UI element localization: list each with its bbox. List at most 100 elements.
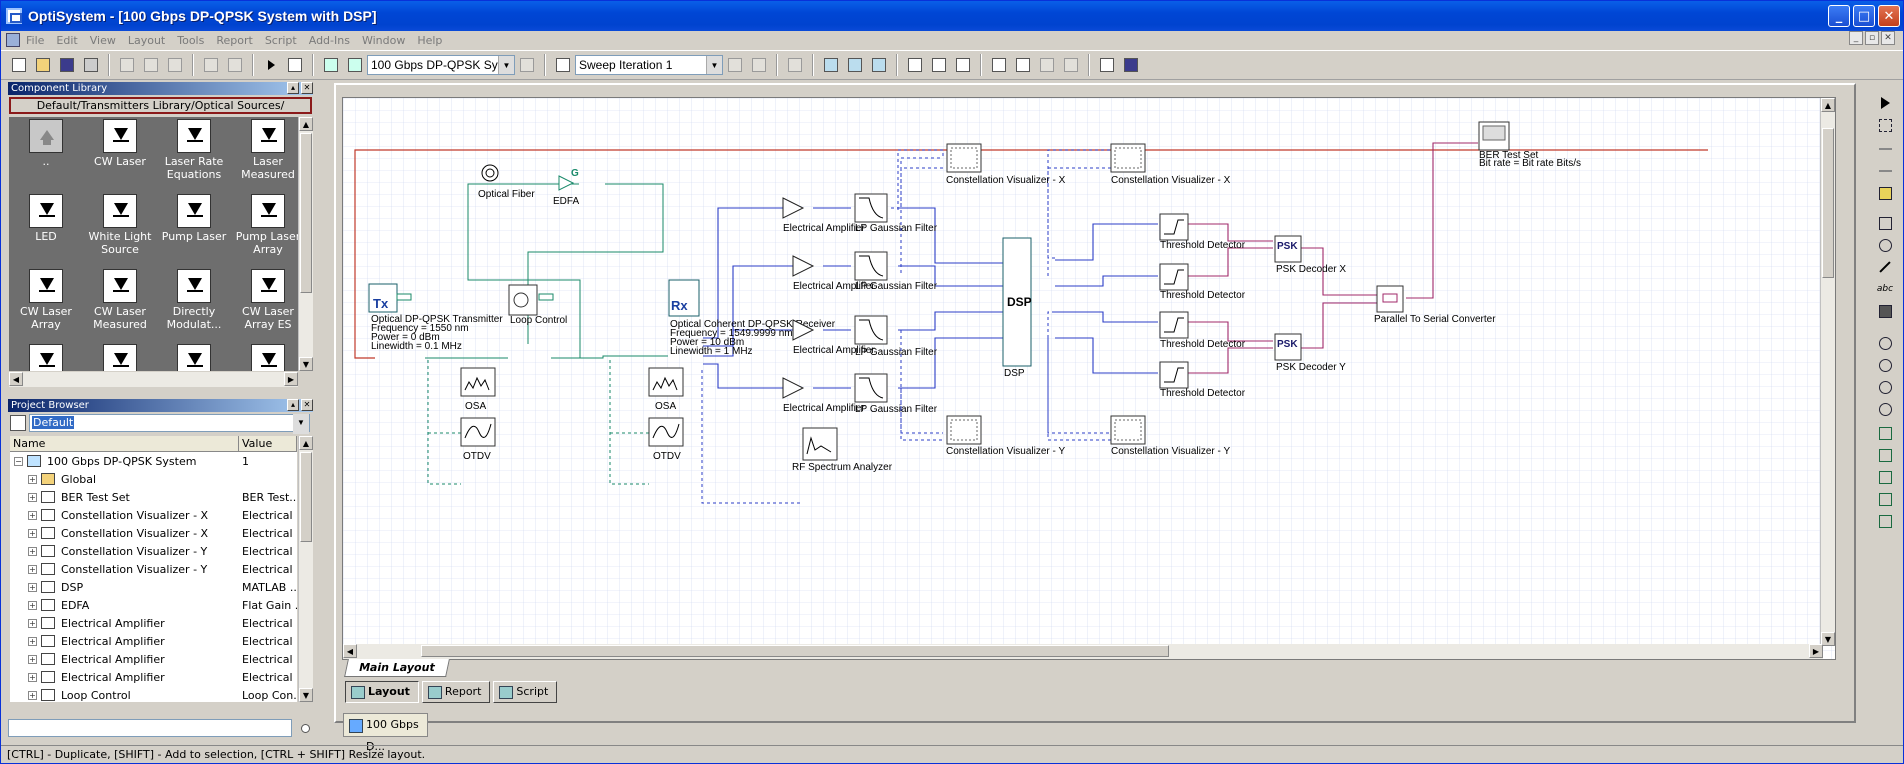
- library-item-pump-laser-array[interactable]: Pump Laser Array: [231, 194, 301, 256]
- pan-icon[interactable]: [1875, 115, 1895, 135]
- library-item-laser-rate-equations[interactable]: Laser Rate Equations: [157, 119, 231, 181]
- expand-icon[interactable]: +: [28, 510, 37, 520]
- cut-icon[interactable]: [117, 55, 137, 75]
- import-icon[interactable]: [1061, 55, 1081, 75]
- column-value-header[interactable]: Value: [239, 436, 297, 451]
- menu-help[interactable]: Help: [417, 33, 443, 47]
- osa-1-component[interactable]: [460, 367, 496, 397]
- tile-view-icon[interactable]: [953, 55, 973, 75]
- library-item-led[interactable]: LED: [9, 194, 83, 243]
- group-icon[interactable]: [1875, 511, 1895, 531]
- calculate-icon[interactable]: [821, 55, 841, 75]
- maximize-button[interactable]: □: [1853, 5, 1875, 27]
- tab-layout[interactable]: Layout: [345, 681, 419, 703]
- tab-report[interactable]: Report: [421, 681, 491, 703]
- ber-test-set[interactable]: [1478, 121, 1510, 151]
- library-item-pump-laser[interactable]: Pump Laser: [157, 194, 231, 243]
- align-icon[interactable]: [1875, 423, 1895, 443]
- table-row[interactable]: +Global: [10, 470, 297, 488]
- expand-icon[interactable]: +: [28, 546, 37, 556]
- rf-spectrum-analyzer-component[interactable]: [802, 427, 838, 461]
- image-icon[interactable]: [1875, 301, 1895, 321]
- search-input[interactable]: [8, 719, 292, 737]
- menu-report[interactable]: Report: [216, 33, 253, 47]
- connect-dashed-icon[interactable]: [1875, 161, 1895, 181]
- electrical-amplifier-3[interactable]: [792, 319, 815, 341]
- zoom-out-icon[interactable]: [1875, 355, 1895, 375]
- panel-float-button[interactable]: ▴: [287, 82, 299, 94]
- threshold-detector-1[interactable]: [1159, 213, 1189, 241]
- document-icon[interactable]: [6, 33, 20, 47]
- osa-2-component[interactable]: [648, 367, 684, 397]
- sweep-icon[interactable]: [553, 55, 573, 75]
- minimize-button[interactable]: _: [1828, 5, 1850, 27]
- flip-icon[interactable]: [1875, 489, 1895, 509]
- expand-icon[interactable]: +: [28, 672, 37, 682]
- threshold-detector-4[interactable]: [1159, 361, 1189, 389]
- tree-vertical-scrollbar[interactable]: ▲ ▼: [298, 436, 313, 702]
- select-arrow-icon[interactable]: [1875, 93, 1895, 113]
- tab-main-layout[interactable]: Main Layout: [344, 659, 450, 677]
- constellation-visualizer-x-1[interactable]: [946, 143, 982, 173]
- electrical-amplifier-1[interactable]: [782, 197, 805, 219]
- library-item-more-1[interactable]: [9, 344, 83, 371]
- menu-script[interactable]: Script: [264, 33, 297, 47]
- optimize-icon[interactable]: [869, 55, 889, 75]
- expand-icon[interactable]: +: [28, 690, 37, 700]
- expand-icon[interactable]: +: [28, 654, 37, 664]
- tx-component[interactable]: Tx: [368, 283, 412, 313]
- sweep-iteration-select[interactable]: Sweep Iteration 1▼: [575, 55, 723, 75]
- rectangle-icon[interactable]: [1875, 213, 1895, 233]
- constellation-visualizer-y-1[interactable]: [946, 415, 982, 445]
- sweep-next-icon[interactable]: [749, 55, 769, 75]
- mdi-restore-button[interactable]: ▫: [1865, 31, 1879, 45]
- panel-close-button[interactable]: ✕: [301, 399, 313, 411]
- menu-view[interactable]: View: [89, 33, 116, 47]
- layout-mode-icon[interactable]: [285, 55, 305, 75]
- library-item-more-4[interactable]: [231, 344, 301, 371]
- report-icon[interactable]: [1013, 55, 1033, 75]
- export-icon[interactable]: [1037, 55, 1057, 75]
- add-layout-icon[interactable]: [321, 55, 341, 75]
- threshold-detector-2[interactable]: [1159, 263, 1189, 291]
- layout-canvas[interactable]: Tx Optical DP-QPSK Transmitter Frequency…: [342, 97, 1836, 660]
- dsp-component[interactable]: DSP: [1002, 237, 1032, 367]
- mdi-minimize-button[interactable]: _: [1849, 31, 1863, 45]
- zoom-100-icon[interactable]: [1875, 399, 1895, 419]
- menu-edit[interactable]: Edit: [56, 33, 78, 47]
- expand-icon[interactable]: +: [28, 600, 37, 610]
- ellipse-icon[interactable]: [1875, 235, 1895, 255]
- expand-icon[interactable]: +: [28, 474, 37, 484]
- lp-gaussian-filter-3[interactable]: [854, 315, 888, 345]
- distribute-icon[interactable]: [1875, 445, 1895, 465]
- library-vertical-scrollbar[interactable]: ▲ ▼: [298, 117, 313, 371]
- library-horizontal-scrollbar[interactable]: ◀ ▶: [9, 372, 298, 387]
- rotate-icon[interactable]: [1875, 467, 1895, 487]
- lp-gaussian-filter-4[interactable]: [854, 373, 888, 403]
- canvas-vertical-scrollbar[interactable]: ▲ ▼: [1820, 98, 1835, 646]
- expand-icon[interactable]: +: [28, 618, 37, 628]
- canvas-horizontal-scrollbar[interactable]: ◀ ▶: [343, 644, 1823, 659]
- lp-gaussian-filter-1[interactable]: [854, 193, 888, 223]
- library-item-cw-laser[interactable]: CW Laser: [83, 119, 157, 168]
- lp-gaussian-filter-2[interactable]: [854, 251, 888, 281]
- pointer-icon[interactable]: [261, 55, 281, 75]
- layout-select[interactable]: 100 Gbps DP-QPSK Syste▼: [367, 55, 515, 75]
- sweep-prev-icon[interactable]: [725, 55, 745, 75]
- copy-icon[interactable]: [141, 55, 161, 75]
- line-icon[interactable]: [1875, 257, 1895, 277]
- text-icon[interactable]: abc: [1876, 284, 1894, 294]
- library-item-up[interactable]: ..: [9, 119, 83, 168]
- electrical-amplifier-2[interactable]: [792, 255, 815, 277]
- save-icon[interactable]: [57, 55, 77, 75]
- library-item-more-3[interactable]: [157, 344, 231, 371]
- expand-icon[interactable]: +: [28, 564, 37, 574]
